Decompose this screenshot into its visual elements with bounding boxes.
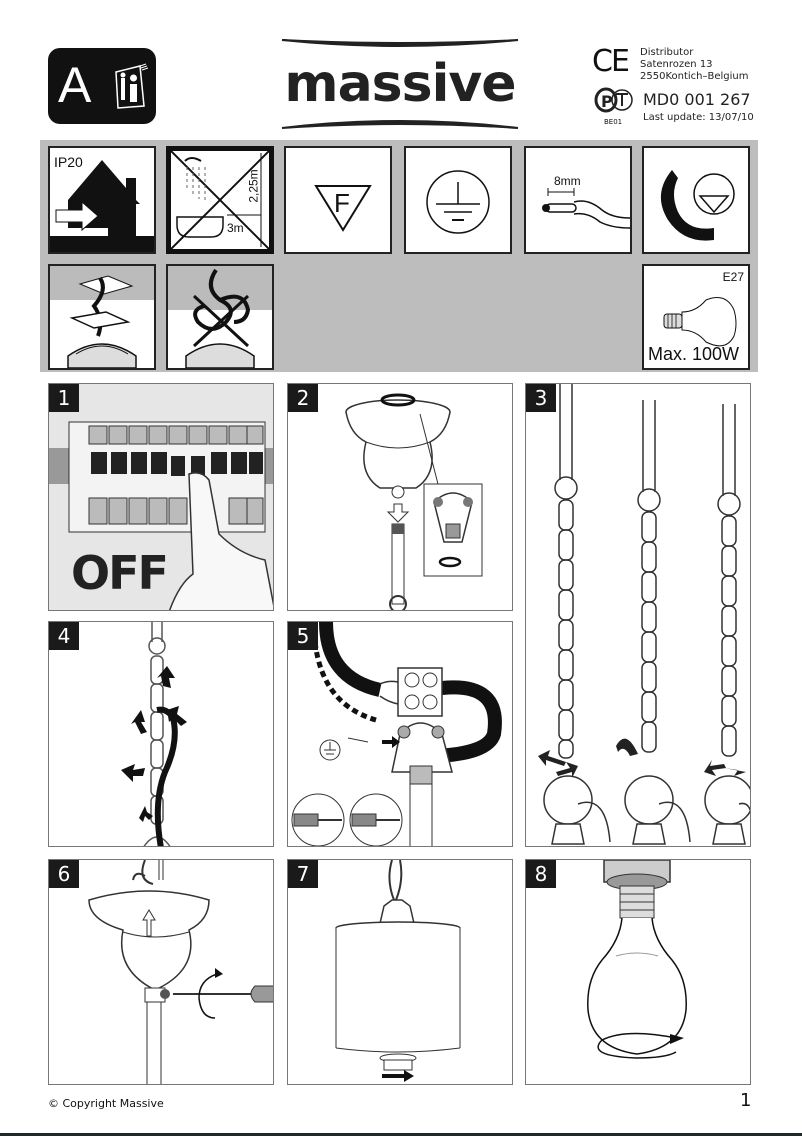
- pct-code: BE01: [604, 118, 623, 126]
- wiring-terminal-illustration: [291, 622, 502, 846]
- step-number: 5: [288, 622, 318, 650]
- no-bathroom-zone-icon: [170, 150, 270, 250]
- light-bulb-icon: [663, 297, 737, 347]
- symbol-bulb: E27 Max. 100W: [642, 264, 750, 370]
- language-badge: A: [48, 48, 156, 124]
- brand-logo: massive: [280, 36, 520, 132]
- earth-ground-icon: [426, 170, 490, 234]
- f-triangle-icon: [314, 185, 372, 232]
- symbol-no-tangle: [166, 264, 274, 370]
- distributor-street: Satenrozen 13: [640, 59, 713, 70]
- copyright: © Copyright Massive: [48, 1097, 164, 1110]
- step-6-panel: 6: [48, 859, 274, 1085]
- strip-length-label: 8mm: [554, 174, 581, 188]
- logo-swoosh: [281, 39, 519, 129]
- canopy-rod-illustration: [345, 393, 483, 610]
- cable-weave-illustration: [121, 622, 187, 846]
- symbol-ip20: IP20: [48, 146, 156, 254]
- f-label: F: [334, 188, 350, 218]
- step-number: 6: [49, 860, 79, 888]
- zone-width-label: 3m: [227, 221, 244, 235]
- bottom-edge: [0, 1133, 802, 1136]
- zone-height-label: 2,25m: [246, 169, 261, 203]
- step-4-panel: 4: [48, 621, 274, 847]
- indoor-house-icon: [50, 160, 154, 252]
- last-update: Last update: 13/07/10: [643, 112, 754, 123]
- ce-mark: CE: [592, 44, 630, 79]
- distributor-city: 2550Kontich–Belgium: [640, 71, 749, 82]
- symbol-strip: IP20 2,25m 3m F: [40, 140, 758, 372]
- step-1-panel: 1 OFF: [48, 383, 274, 611]
- pct-mark-icon: P: [594, 87, 633, 113]
- step-number: 7: [288, 860, 318, 888]
- wire-strip-length-icon: [542, 188, 631, 229]
- adjustable-direction-icon: [660, 170, 735, 241]
- language-letter: A: [58, 57, 92, 113]
- svg-text:P: P: [601, 92, 613, 111]
- socket-type-label: E27: [722, 270, 744, 284]
- screw-bulb-illustration: [587, 860, 687, 1059]
- canopy-set-screw-illustration: [88, 860, 273, 1084]
- ceiling-mount-ok-icon: [50, 266, 154, 369]
- max-wattage-label: Max. 100W: [648, 344, 740, 364]
- step-number: 2: [288, 384, 318, 412]
- distributor-address: Distributor Satenrozen 13 2550Kontich–Be…: [640, 47, 749, 83]
- distributor-label: Distributor: [640, 47, 694, 58]
- shade-mount-illustration: [335, 860, 461, 1082]
- circuit-breaker-illustration: [49, 384, 273, 610]
- step-number: 3: [526, 384, 556, 412]
- no-tangled-cable-icon: [168, 266, 272, 369]
- model-code: MD0 001 267: [643, 90, 751, 109]
- step-number: 1: [49, 384, 79, 412]
- symbol-bathroom: 2,25m 3m: [166, 146, 274, 254]
- symbol-wire-strip: 8mm: [524, 146, 632, 254]
- step-7-panel: 7: [287, 859, 513, 1085]
- ip-rating-label: IP20: [54, 154, 83, 170]
- symbol-earth: [404, 146, 512, 254]
- step-3-panel: 3: [525, 383, 751, 847]
- manual-tools-icon: [115, 63, 149, 109]
- step-number: 4: [49, 622, 79, 650]
- chain-links-illustration: [538, 384, 750, 845]
- symbol-adjustable: [642, 146, 750, 254]
- step-5-panel: 5: [287, 621, 513, 847]
- off-caption: OFF: [71, 546, 169, 600]
- step-number: 8: [526, 860, 556, 888]
- step-8-panel: 8: [525, 859, 751, 1085]
- symbol-ceiling-mount: [48, 264, 156, 370]
- brand-name: massive: [284, 54, 516, 114]
- step-2-panel: 2: [287, 383, 513, 611]
- page-number: 1: [740, 1090, 752, 1111]
- symbol-f-mark: F: [284, 146, 392, 254]
